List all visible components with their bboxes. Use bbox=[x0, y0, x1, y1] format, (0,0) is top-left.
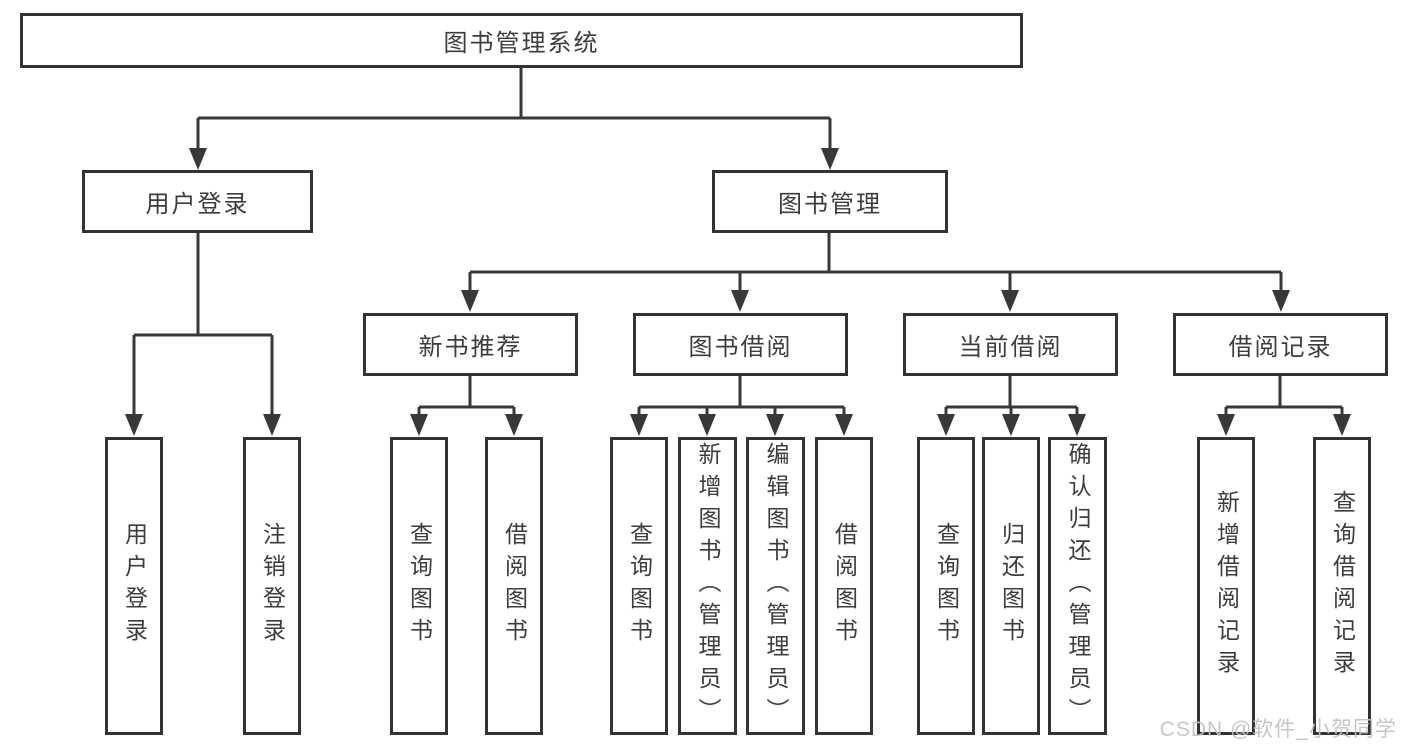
leaf-return-book: 归还图书 bbox=[982, 437, 1040, 735]
leaf-query-book-3: 查询图书 bbox=[917, 437, 975, 735]
arrowhead-icon bbox=[937, 414, 955, 436]
arrowhead-icon bbox=[263, 414, 281, 436]
leaf-borrow-book-1: 借阅图书 bbox=[485, 437, 543, 735]
leaf-borrow-book-1-label: 借阅图书 bbox=[501, 522, 528, 650]
leaf-add-book-admin: 新增图书（管理员） bbox=[678, 437, 737, 735]
leaf-query-book-2: 查询图书 bbox=[610, 437, 668, 735]
arrowhead-icon bbox=[1001, 290, 1019, 312]
leaf-add-book-admin-label: 新增图书（管理员） bbox=[695, 442, 721, 730]
arrowhead-icon bbox=[1272, 290, 1290, 312]
connector-book-mgmt-to-level3 bbox=[461, 233, 1290, 312]
connector-root-to-level2 bbox=[189, 68, 839, 170]
arrowhead-icon bbox=[410, 414, 428, 436]
leaf-user-login-label: 用户登录 bbox=[121, 522, 148, 650]
node-book-borrow-label: 图书借阅 bbox=[688, 334, 793, 361]
arrowhead-icon bbox=[766, 414, 784, 436]
leaf-edit-book-admin: 编辑图书（管理员） bbox=[746, 437, 805, 735]
arrowhead-icon bbox=[1002, 414, 1020, 436]
node-book-borrow: 图书借阅 bbox=[633, 313, 848, 376]
connector-new-book-children bbox=[410, 376, 523, 436]
leaf-logout: 注销登录 bbox=[243, 437, 301, 735]
node-user-login-label: 用户登录 bbox=[145, 191, 250, 218]
leaf-return-book-label: 归还图书 bbox=[998, 522, 1025, 650]
leaf-confirm-return-admin: 确认归还（管理员） bbox=[1048, 437, 1107, 735]
leaf-confirm-return-admin-label: 确认归还（管理员） bbox=[1065, 442, 1091, 730]
arrowhead-icon bbox=[125, 414, 143, 436]
csdn-watermark: CSDN @软件_小贺同学 bbox=[1159, 718, 1397, 741]
arrowhead-icon bbox=[835, 414, 853, 436]
arrowhead-icon bbox=[698, 414, 716, 436]
node-current-borrow: 当前借阅 bbox=[903, 313, 1118, 376]
connector-book-borrow-children bbox=[630, 376, 853, 436]
node-root-system-label: 图书管理系统 bbox=[443, 30, 600, 57]
node-new-book-recommend: 新书推荐 bbox=[363, 313, 578, 376]
connector-borrow-record-children bbox=[1217, 376, 1351, 436]
arrowhead-icon bbox=[630, 414, 648, 436]
arrowhead-icon bbox=[731, 290, 749, 312]
node-borrow-record: 借阅记录 bbox=[1173, 313, 1388, 376]
leaf-query-book-3-label: 查询图书 bbox=[933, 522, 960, 650]
node-book-management: 图书管理 bbox=[712, 170, 948, 233]
node-root-system: 图书管理系统 bbox=[20, 13, 1023, 68]
connector-current-borrow-children bbox=[937, 376, 1086, 436]
leaf-borrow-book-2: 借阅图书 bbox=[815, 437, 873, 735]
leaf-query-book-1: 查询图书 bbox=[390, 437, 448, 735]
node-user-login: 用户登录 bbox=[82, 170, 313, 233]
node-new-book-recommend-label: 新书推荐 bbox=[418, 334, 523, 361]
arrowhead-icon bbox=[821, 148, 839, 170]
arrowhead-icon bbox=[1068, 414, 1086, 436]
arrowhead-icon bbox=[461, 290, 479, 312]
arrowhead-icon bbox=[1217, 414, 1235, 436]
connector-user-login-children bbox=[125, 233, 281, 436]
arrowhead-icon bbox=[1333, 414, 1351, 436]
node-current-borrow-label: 当前借阅 bbox=[958, 334, 1063, 361]
leaf-logout-label: 注销登录 bbox=[259, 522, 286, 650]
leaf-add-borrow-record: 新增借阅记录 bbox=[1197, 437, 1255, 735]
leaf-add-borrow-record-label: 新增借阅记录 bbox=[1213, 490, 1240, 682]
node-book-management-label: 图书管理 bbox=[778, 191, 882, 218]
arrowhead-icon bbox=[189, 148, 207, 170]
leaf-user-login: 用户登录 bbox=[105, 437, 163, 735]
leaf-query-borrow-record: 查询借阅记录 bbox=[1313, 437, 1371, 735]
leaf-borrow-book-2-label: 借阅图书 bbox=[831, 522, 858, 650]
arrowhead-icon bbox=[505, 414, 523, 436]
leaf-edit-book-admin-label: 编辑图书（管理员） bbox=[763, 442, 789, 730]
leaf-query-borrow-record-label: 查询借阅记录 bbox=[1329, 490, 1356, 682]
node-borrow-record-label: 借阅记录 bbox=[1228, 334, 1333, 361]
leaf-query-book-1-label: 查询图书 bbox=[406, 522, 433, 650]
leaf-query-book-2-label: 查询图书 bbox=[626, 522, 653, 650]
